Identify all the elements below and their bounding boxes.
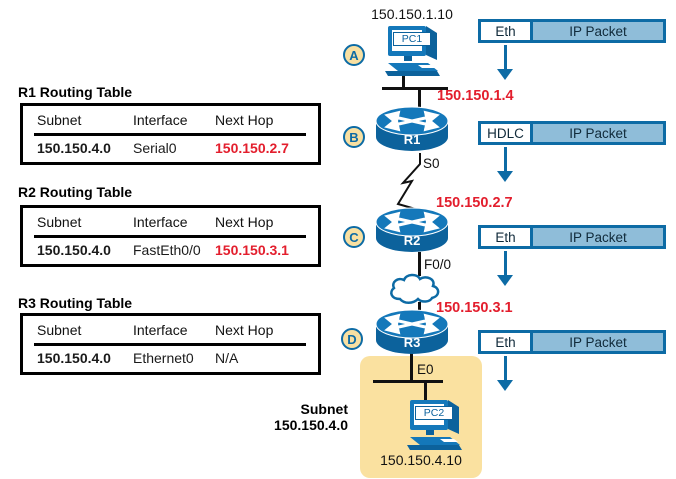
router-icon: [375, 106, 449, 151]
lan1-drop-wire: [402, 70, 405, 88]
router-r1-icon: R1: [374, 105, 450, 155]
down-arrow: [504, 45, 507, 69]
r1-interface-label: S0: [423, 156, 440, 171]
router-r3-label: R3: [403, 335, 421, 350]
cell-interface: Serial0: [133, 140, 177, 156]
column-header-subnet: Subnet: [37, 322, 82, 338]
step-d-badge: D: [341, 328, 363, 350]
header-rule: [34, 343, 306, 346]
router-icon: [375, 309, 449, 354]
router-r1-label: R1: [403, 132, 421, 147]
r3-interface-label: E0: [417, 362, 434, 377]
column-header-subnet: Subnet: [37, 112, 82, 128]
cell-next-hop: N/A: [215, 350, 239, 366]
pc2-ip-address: 150.150.4.10: [380, 452, 462, 468]
subnet-callout-line1: Subnet: [300, 401, 348, 417]
lan1-to-r1-wire: [418, 89, 421, 108]
down-arrow-head: [497, 171, 513, 182]
down-arrow-head: [497, 380, 513, 391]
router-icon: [375, 207, 449, 252]
r2-routing-table-title: R2 Routing Table: [18, 184, 133, 200]
router-r2-label: R2: [403, 233, 421, 248]
down-arrow: [504, 356, 507, 380]
cell-subnet: 150.150.4.0: [37, 242, 111, 258]
table-row: 150.150.4.0 FastEth0/0 150.150.3.1: [37, 242, 314, 258]
frame-eth-3: Eth IP Packet: [478, 330, 666, 354]
column-header-next-hop: Next Hop: [215, 112, 274, 128]
lan2-segment: [373, 380, 443, 383]
network-cloud-icon: [390, 273, 440, 304]
column-header-subnet: Subnet: [37, 214, 82, 230]
cell-subnet: 150.150.4.0: [37, 350, 111, 366]
frame-header: Eth: [478, 330, 533, 354]
header-rule: [34, 235, 306, 238]
lan1-segment: [382, 87, 448, 90]
column-header-interface: Interface: [133, 322, 188, 338]
subnet-callout-line2: 150.150.4.0: [274, 417, 348, 433]
frame-payload: IP Packet: [533, 121, 666, 145]
serial-link-bolt: [396, 153, 421, 211]
header-rule: [34, 133, 306, 136]
column-header-interface: Interface: [133, 214, 188, 230]
pc1-ip-address: 150.150.1.10: [371, 6, 453, 22]
r2-routing-table: Subnet Interface Next Hop 150.150.4.0 Fa…: [20, 205, 321, 267]
frame-payload: IP Packet: [533, 330, 666, 354]
frame-payload: IP Packet: [533, 225, 666, 249]
router-r3-icon: R3: [374, 308, 450, 358]
cell-next-hop: 150.150.2.7: [215, 140, 289, 156]
r1-routing-table-title: R1 Routing Table: [18, 84, 133, 100]
r1-incoming-ip: 150.150.1.4: [437, 88, 514, 104]
step-c-badge: C: [343, 226, 365, 248]
r3-e0-wire: [410, 352, 413, 382]
frame-payload: IP Packet: [533, 19, 666, 43]
frame-eth-2: Eth IP Packet: [478, 225, 666, 249]
r2-interface-label: F0/0: [424, 257, 452, 272]
r3-routing-table-title: R3 Routing Table: [18, 295, 133, 311]
cell-subnet: 150.150.4.0: [37, 140, 111, 156]
down-arrow-head: [497, 275, 513, 286]
step-b-badge: B: [343, 126, 365, 148]
cell-interface: FastEth0/0: [133, 242, 201, 258]
r3-routing-table: Subnet Interface Next Hop 150.150.4.0 Et…: [20, 313, 321, 375]
step-a-badge: A: [343, 44, 365, 66]
pc2-icon: PC2: [402, 398, 466, 452]
r3-incoming-ip: 150.150.3.1: [436, 300, 513, 316]
frame-header: Eth: [478, 225, 533, 249]
router-r2-icon: R2: [374, 206, 450, 256]
frame-eth-1: Eth IP Packet: [478, 19, 666, 43]
table-row: 150.150.4.0 Ethernet0 N/A: [37, 350, 314, 366]
column-header-next-hop: Next Hop: [215, 322, 274, 338]
r1-routing-table: Subnet Interface Next Hop 150.150.4.0 Se…: [20, 103, 321, 165]
down-arrow-head: [497, 69, 513, 80]
r2-to-cloud-wire: [418, 252, 421, 276]
frame-header: HDLC: [478, 121, 533, 145]
frame-header: Eth: [478, 19, 533, 43]
column-header-interface: Interface: [133, 112, 188, 128]
frame-hdlc: HDLC IP Packet: [478, 121, 666, 145]
pc1-icon: PC1: [380, 24, 444, 78]
r2-incoming-ip: 150.150.2.7: [436, 195, 513, 211]
lan2-drop-wire: [424, 383, 427, 400]
cell-next-hop: 150.150.3.1: [215, 242, 289, 258]
subnet-callout: Subnet 150.150.4.0: [238, 401, 348, 433]
column-header-next-hop: Next Hop: [215, 214, 274, 230]
pc2-label: PC2: [415, 406, 453, 420]
down-arrow: [504, 251, 507, 275]
pc1-label: PC1: [393, 32, 431, 46]
down-arrow: [504, 147, 507, 171]
table-row: 150.150.4.0 Serial0 150.150.2.7: [37, 140, 314, 156]
cell-interface: Ethernet0: [133, 350, 194, 366]
